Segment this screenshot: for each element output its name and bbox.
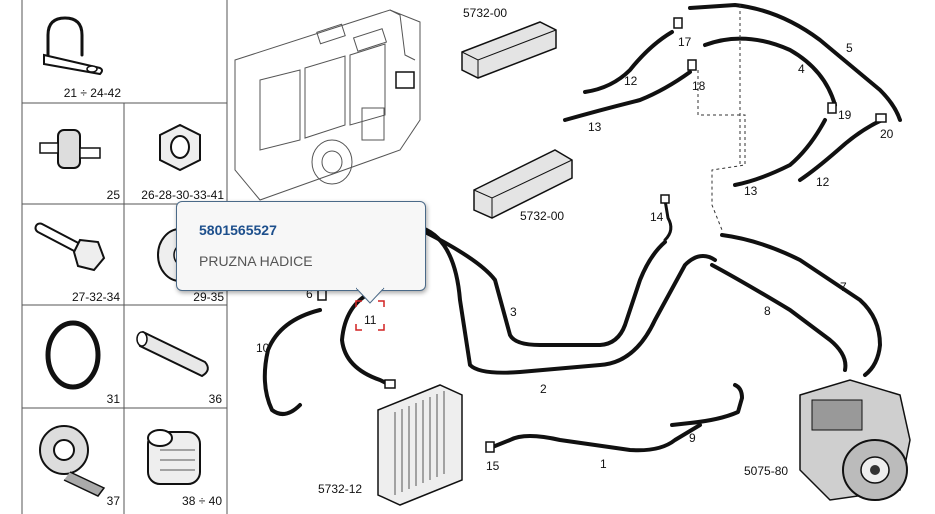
clamp-icon[interactable] <box>43 16 103 76</box>
tooltip-part-number[interactable]: 5801565527 <box>199 222 277 238</box>
sidebar-label-o-ring: 31 <box>107 392 121 406</box>
part-label-13-right[interactable]: 13 <box>744 184 758 198</box>
part-label-18[interactable]: 18 <box>692 79 706 93</box>
sidebar-label-damper: 25 <box>107 188 121 202</box>
highlight-marker-11[interactable] <box>355 300 385 331</box>
part-tooltip: 5801565527 PRUZNA HADICE <box>176 201 426 291</box>
tooltip-description: PRUZNA HADICE <box>199 253 313 269</box>
o-ring-icon[interactable] <box>45 320 101 390</box>
assembly-label-compressor[interactable]: 5075-80 <box>744 464 788 478</box>
part-label-6[interactable]: 6 <box>306 287 313 301</box>
sidebar-label-tape: 37 <box>107 494 121 508</box>
sidebar-label-nut: 26-28-30-33-41 <box>141 188 224 202</box>
bus-illustration <box>234 9 421 201</box>
sidebar-label-sleeve: 36 <box>209 392 223 406</box>
tape-roll-icon[interactable] <box>39 425 106 497</box>
part-label-13-upper[interactable]: 13 <box>588 120 602 134</box>
part-label-4[interactable]: 4 <box>798 62 805 76</box>
nut-icon[interactable] <box>159 123 201 172</box>
part-label-3[interactable]: 3 <box>510 305 517 319</box>
part-label-9[interactable]: 9 <box>689 431 696 445</box>
part-label-14[interactable]: 14 <box>650 210 664 224</box>
tooltip-pointer <box>356 287 385 304</box>
part-label-8[interactable]: 8 <box>764 304 771 318</box>
part-label-1[interactable]: 1 <box>600 457 607 471</box>
part-label-5[interactable]: 5 <box>846 41 853 55</box>
part-label-12-upper[interactable]: 12 <box>624 74 638 88</box>
part-label-10[interactable]: 10 <box>256 341 270 355</box>
fittings <box>317 17 887 453</box>
sidebar-label-bolt: 27-32-34 <box>72 290 120 304</box>
part-label-20[interactable]: 20 <box>880 127 894 141</box>
part-label-12-right[interactable]: 12 <box>816 175 830 189</box>
part-label-17[interactable]: 17 <box>678 35 692 49</box>
hose-fitting-icon[interactable] <box>147 429 201 485</box>
part-label-2[interactable]: 2 <box>540 382 547 396</box>
assembly-label-condenser[interactable]: 5732-12 <box>318 482 362 496</box>
assembly-label-middle[interactable]: 5732-00 <box>520 209 564 223</box>
sidebar-label-washer: 29-35 <box>193 290 224 304</box>
part-label-11[interactable]: 11 <box>364 313 377 327</box>
engine-compressor <box>799 379 911 501</box>
sidebar-label-fitting: 38 ÷ 40 <box>182 494 222 508</box>
compressor-unit-middle <box>473 149 573 219</box>
part-label-19[interactable]: 19 <box>838 108 852 122</box>
sleeve-icon[interactable] <box>136 330 209 378</box>
sidebar-label-clamp: 21 ÷ 24-42 <box>64 86 122 100</box>
hose-lines <box>262 3 902 453</box>
compressor-unit-top <box>461 21 557 79</box>
condenser-unit <box>377 384 463 506</box>
bolt-icon[interactable] <box>34 222 106 272</box>
part-label-7[interactable]: 7 <box>840 280 847 294</box>
assembly-label-top[interactable]: 5732-00 <box>463 6 507 20</box>
damper-icon[interactable] <box>39 129 101 169</box>
part-label-15[interactable]: 15 <box>486 459 500 473</box>
